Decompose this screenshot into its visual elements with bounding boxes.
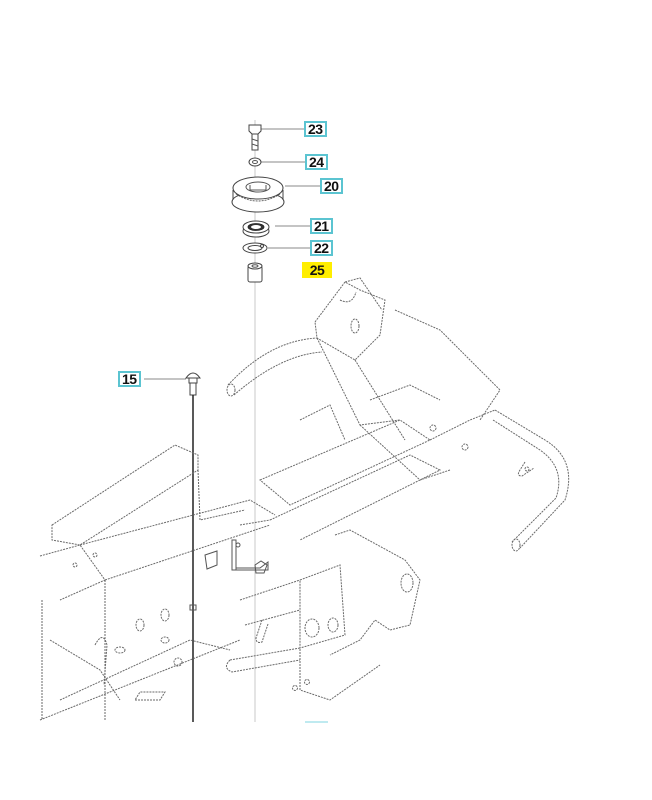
part-15-bolt <box>185 372 201 722</box>
callout-20[interactable]: 20 <box>320 178 343 194</box>
callout-24[interactable]: 24 <box>305 154 328 170</box>
part-24-washer <box>248 157 262 167</box>
switch-mechanism <box>189 539 269 611</box>
column-bracket <box>314 277 501 481</box>
callout-15[interactable]: 15 <box>118 371 141 387</box>
part-20-pulley <box>231 176 285 213</box>
curved-tube-left <box>226 337 323 397</box>
main-frame-center <box>239 384 496 541</box>
part-21-bearing <box>242 220 270 238</box>
callout-23[interactable]: 23 <box>304 121 327 137</box>
part-22-snap-ring <box>242 242 268 254</box>
part-25-spacer <box>247 262 263 283</box>
curved-tube-right <box>492 409 570 552</box>
callout-25-highlighted[interactable]: 25 <box>302 262 332 278</box>
main-frame-left <box>39 444 276 721</box>
part-23-bolt <box>248 124 262 151</box>
callout-22[interactable]: 22 <box>310 240 333 256</box>
callout-21[interactable]: 21 <box>310 218 333 234</box>
leader-lines <box>144 128 320 380</box>
front-axle-bracket <box>226 529 421 701</box>
